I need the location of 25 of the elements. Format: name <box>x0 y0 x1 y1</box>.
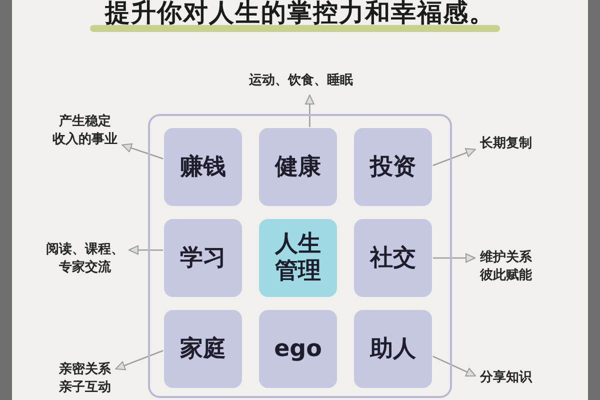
title: 提升你对人生的掌控力和幸福感。 <box>105 0 495 25</box>
annotation-text: 阅读、课程、专家交流 <box>46 241 124 277</box>
category-tile: 家庭 <box>164 310 242 388</box>
arrow <box>305 94 314 127</box>
arrow <box>432 356 476 376</box>
category-tile: 健康 <box>259 128 337 206</box>
category-tile: ego <box>259 310 337 388</box>
arrow <box>128 245 163 255</box>
category-tile: 助人 <box>354 310 432 388</box>
annotation-text: 维护关系彼此赋能 <box>480 249 532 285</box>
arrow <box>115 350 164 370</box>
center-tile: 人生管理 <box>259 219 337 297</box>
annotation-text: 运动、饮食、睡眠 <box>249 72 353 90</box>
category-tile: 社交 <box>354 219 432 297</box>
rounded-frame <box>148 114 452 398</box>
annotation-text: 产生稳定收入的事业 <box>52 113 118 149</box>
annotation-text: 分享知识 <box>480 369 532 387</box>
arrow <box>122 143 164 160</box>
annotation-text: 亲密关系亲子互动 <box>59 361 111 397</box>
category-tile: 投资 <box>354 128 432 206</box>
annotation-text: 长期复制 <box>480 135 532 153</box>
category-tile: 赚钱 <box>164 128 242 206</box>
arrow <box>432 148 476 166</box>
category-tile: 学习 <box>164 219 242 297</box>
arrow <box>433 253 476 263</box>
